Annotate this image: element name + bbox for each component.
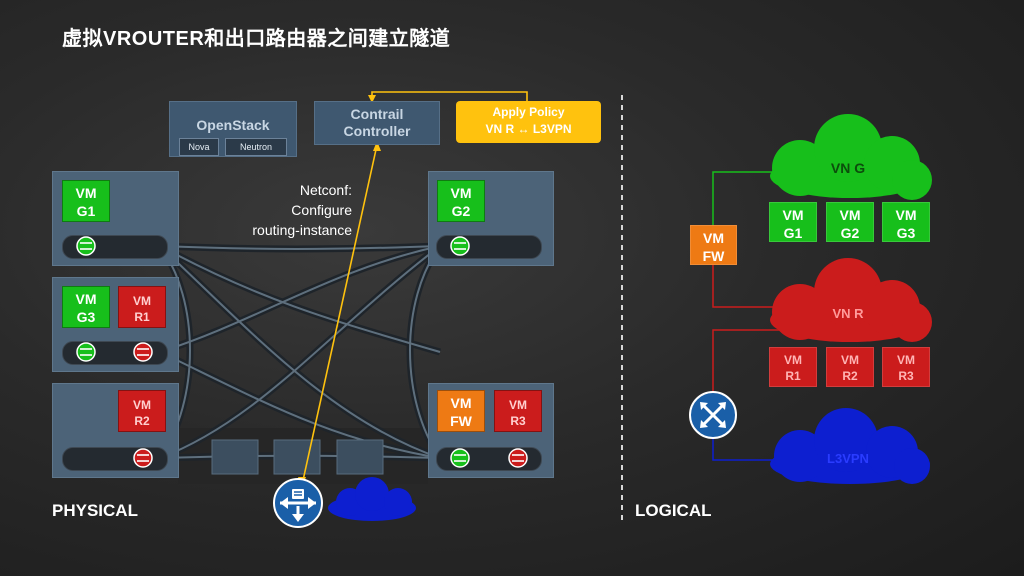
- logical-vm-g3-line1: VM: [895, 207, 917, 223]
- switch-boxes: [211, 439, 384, 475]
- logical-vm-r2-line2: R2: [842, 369, 858, 383]
- logical-vm-r3-line1: VM: [897, 353, 915, 367]
- tunnel-mesh: [157, 242, 443, 462]
- vm-r2-line1: VM: [133, 398, 151, 412]
- vm-g3: VM G3: [62, 286, 110, 328]
- contrail-label: Contrail: [350, 106, 404, 122]
- vm-g3-line1: VM: [75, 291, 97, 307]
- vm-r2-line2: R2: [134, 414, 150, 428]
- logical-vm-g3: VM G3: [882, 202, 930, 242]
- logical-vm-r1-line2: R1: [785, 369, 801, 383]
- cloud-physical: [328, 477, 416, 521]
- logical-red-links: [712, 265, 790, 400]
- logical-vm-r2-line1: VM: [841, 353, 859, 367]
- logical-vm-g1: VM G1: [769, 202, 817, 242]
- logical-vm-r3-line2: R3: [898, 369, 914, 383]
- l3vpn-label: L3VPN: [827, 451, 869, 466]
- apply-policy-label: Apply Policy: [492, 105, 565, 119]
- logical-vm-fw: VM FW: [690, 225, 737, 265]
- logical-green-links: [712, 171, 790, 225]
- vm-g2: VM G2: [437, 180, 485, 222]
- netconf-annotation: Netconf: Configure routing-instance: [210, 180, 352, 240]
- contrail-controller-box: Contrail Controller: [314, 101, 440, 145]
- router-icon: [273, 478, 323, 528]
- logical-vm-g3-line2: G3: [896, 225, 916, 241]
- logical-blue-links: [712, 432, 790, 461]
- netconf-line3: routing-instance: [252, 222, 352, 238]
- apply-policy-box: Apply Policy VN R ↔ L3VPN: [456, 101, 601, 143]
- arrow-down-icon: [368, 95, 376, 103]
- vm-g1-line2: G1: [76, 203, 96, 219]
- cloud-l3vpn: [770, 408, 930, 484]
- vm-r2: VM R2: [118, 390, 166, 432]
- vm-g3-line2: G3: [76, 309, 96, 325]
- logical-vm-fw-line2: FW: [702, 248, 725, 264]
- vm-r1-line2: R1: [134, 310, 150, 324]
- vm-g1-line1: VM: [75, 185, 97, 201]
- vm-g1: VM G1: [62, 180, 110, 222]
- slide-title: 虚拟VROUTER和出口路由器之间建立隧道: [62, 28, 451, 50]
- router-icon: [689, 391, 737, 439]
- vm-fw-line1: VM: [450, 395, 472, 411]
- netconf-line2: Configure: [291, 202, 352, 218]
- nova-box: Nova: [179, 138, 219, 156]
- vm-r1: VM R1: [118, 286, 166, 328]
- vm-fw: VM FW: [437, 390, 485, 432]
- vn-r-label: VN R: [832, 306, 864, 321]
- neutron-box: Neutron: [225, 138, 287, 156]
- openstack-label: OpenStack: [196, 117, 270, 133]
- logical-vm-g2-line1: VM: [839, 207, 861, 223]
- logical-vm-g1-line1: VM: [782, 207, 804, 223]
- vrouter-bar: [436, 447, 542, 471]
- cloud-vn-g: [770, 114, 932, 200]
- vm-r3: VM R3: [494, 390, 542, 432]
- vm-r3-line2: R3: [510, 414, 526, 428]
- vm-r3-line1: VM: [509, 398, 527, 412]
- vm-fw-line2: FW: [450, 413, 472, 429]
- policy-rule-label: VN R ↔ L3VPN: [485, 122, 572, 136]
- vn-g-label: VN G: [830, 160, 866, 176]
- logical-vm-r3: VM R3: [882, 347, 930, 387]
- vrouter-bar: [62, 235, 168, 259]
- vm-r1-line1: VM: [133, 294, 151, 308]
- logical-vm-g2-line2: G2: [840, 225, 860, 241]
- logical-vm-g1-line2: G1: [783, 225, 803, 241]
- logical-vm-r1: VM R1: [769, 347, 817, 387]
- vrouter-bar: [436, 235, 542, 259]
- logical-vm-g2: VM G2: [826, 202, 874, 242]
- logical-vm-r1-line1: VM: [784, 353, 802, 367]
- vrouter-bar: [62, 341, 168, 365]
- logical-vm-fw-line1: VM: [703, 230, 724, 246]
- logical-label: LOGICAL: [635, 501, 712, 520]
- netconf-line1: Netconf:: [299, 182, 352, 198]
- vm-g2-line2: G2: [451, 203, 471, 219]
- logical-vm-r2: VM R2: [826, 347, 874, 387]
- cloud-vn-r: [770, 258, 932, 342]
- vrouter-bar: [62, 447, 168, 471]
- controller-label: Controller: [343, 123, 411, 139]
- arrow-up-icon: [373, 141, 381, 151]
- vm-g2-line1: VM: [450, 185, 472, 201]
- physical-label: PHYSICAL: [52, 501, 138, 520]
